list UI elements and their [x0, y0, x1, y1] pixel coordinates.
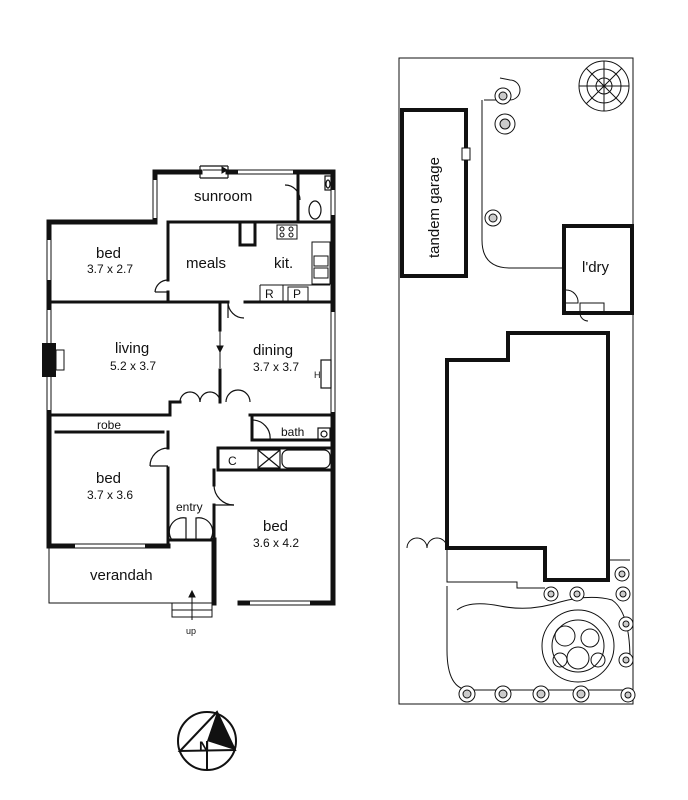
- toilet: [284, 175, 332, 220]
- dining-dimension: 3.7 x 3.7: [253, 360, 299, 374]
- entrance-up-label: up: [186, 626, 196, 636]
- bed3-label: bed: [263, 518, 288, 535]
- shrubs: [458, 87, 636, 703]
- house-interior-walls: [47, 170, 335, 548]
- kitchen-label: kit.: [274, 255, 293, 272]
- dining-label: dining: [253, 342, 293, 359]
- bed3-dimension: 3.6 x 4.2: [253, 536, 299, 550]
- fridge-label: R: [265, 287, 274, 301]
- bed2-label: bed: [96, 470, 121, 487]
- kitchen-cabinets: [259, 224, 331, 302]
- fireplace: [42, 343, 65, 377]
- north-compass: N: [177, 710, 237, 771]
- cupboard-label: C: [228, 454, 237, 468]
- site-plan: tandem garage l'dry: [398, 57, 636, 705]
- heater-label: H: [314, 370, 321, 380]
- verandah-outline: [48, 546, 214, 618]
- bath-label: bath: [281, 425, 304, 439]
- bed2-dimension: 3.7 x 3.6: [87, 488, 133, 502]
- garage-label: tandem garage: [426, 157, 443, 258]
- bed1-label: bed: [96, 245, 121, 262]
- bath-fixtures: [257, 359, 332, 469]
- bed1-dimension: 3.7 x 2.7: [87, 262, 133, 276]
- trees: [541, 60, 630, 683]
- pantry-label: P: [293, 287, 301, 301]
- meals-label: meals: [186, 255, 226, 272]
- garage-outline: [400, 108, 471, 278]
- laundry-outline: [562, 224, 634, 322]
- living-dimension: 5.2 x 3.7: [110, 359, 156, 373]
- compass-north-label: N: [199, 738, 209, 754]
- robe-label: robe: [97, 418, 121, 432]
- house-plan: sunroom bed 3.7 x 2.7 meals kit. R P liv…: [42, 165, 337, 636]
- entry-label: entry: [176, 500, 203, 514]
- house-doors: [149, 165, 271, 541]
- sunroom-label: sunroom: [194, 188, 252, 205]
- verandah-label: verandah: [90, 567, 153, 584]
- living-label: living: [115, 340, 149, 357]
- laundry-label: l'dry: [582, 259, 610, 276]
- site-boundary: [398, 57, 634, 705]
- house-arrows: [188, 166, 228, 620]
- house-footprint: [406, 331, 630, 589]
